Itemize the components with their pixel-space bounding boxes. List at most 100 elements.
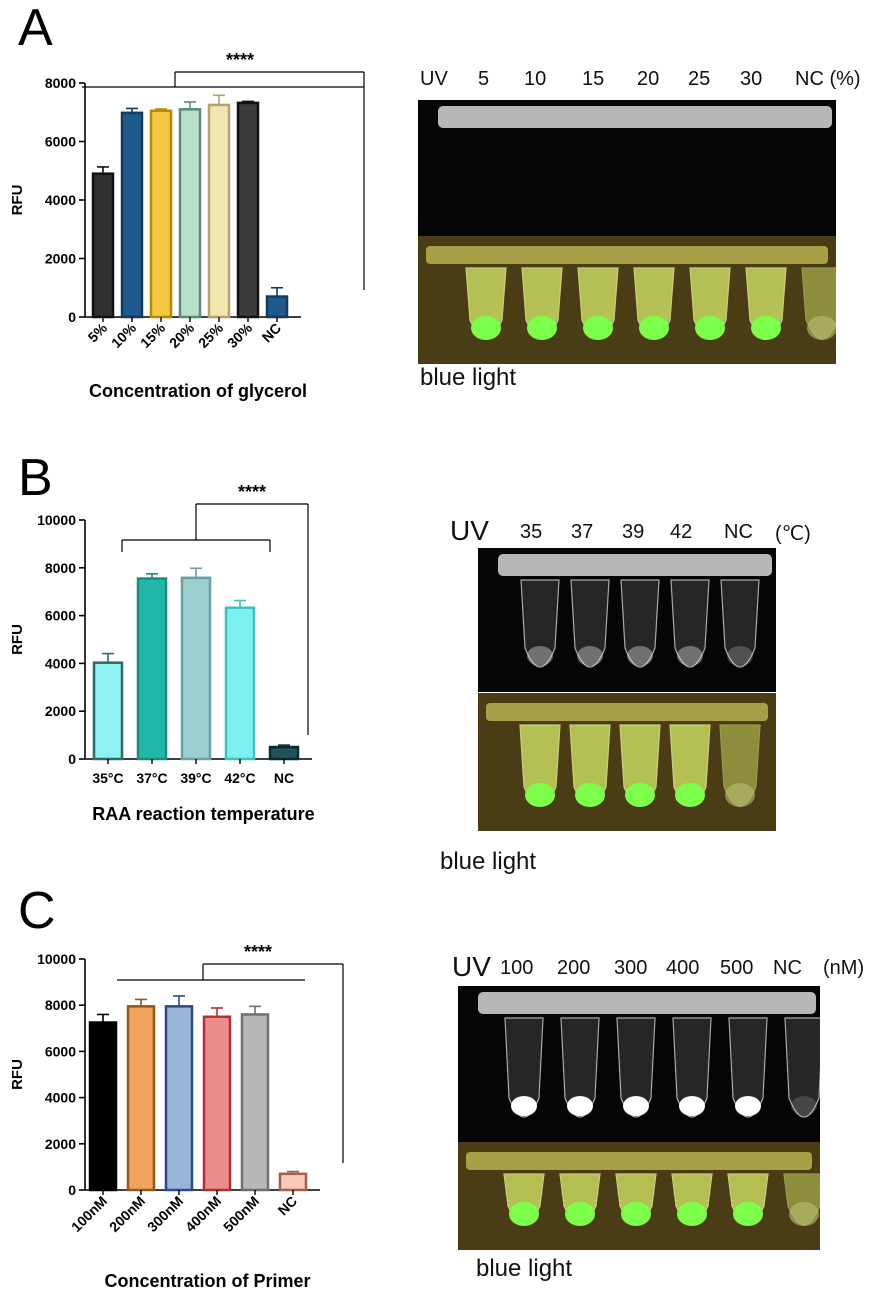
- y-tick-label: 6000: [45, 134, 76, 150]
- tube-fluorescence: [575, 783, 605, 807]
- tube-strip-cap: [498, 554, 772, 576]
- x-axis-label: RAA reaction temperature: [92, 804, 314, 824]
- tube-fluorescence: [677, 646, 703, 666]
- lane-label: 39: [622, 521, 645, 543]
- x-tick-label: 30%: [224, 319, 256, 351]
- y-tick-label: 4000: [45, 655, 76, 671]
- tube: [616, 1017, 656, 1118]
- y-tick-label: 10000: [37, 951, 76, 967]
- tube-fluorescence: [639, 316, 669, 340]
- x-tick-label: 300nM: [144, 1193, 186, 1235]
- tube-strip-cap: [466, 1152, 812, 1170]
- y-tick-label: 4000: [45, 1090, 76, 1106]
- tube-fluorescence: [623, 1096, 649, 1116]
- lane-label: 5: [478, 68, 490, 90]
- uv-tube-strip: [478, 548, 776, 692]
- y-tick-label: 6000: [45, 1043, 76, 1059]
- tube-fluorescence: [735, 1096, 761, 1116]
- blue-light-tube-strip: [418, 236, 836, 364]
- tube-fluorescence: [525, 783, 555, 807]
- tube-fluorescence: [791, 1096, 817, 1116]
- lane-label: 300: [614, 957, 648, 979]
- lane-label-uv-c: UV: [452, 951, 491, 982]
- x-tick-label: 100nM: [68, 1193, 110, 1235]
- tube-strip-cap: [426, 246, 828, 264]
- tube: [520, 579, 560, 668]
- x-axis-label: Concentration of Primer: [104, 1271, 310, 1291]
- caption-blue-light-a: blue light: [420, 364, 517, 391]
- tube-fluorescence: [527, 316, 557, 340]
- blue-light-tube-strip: [458, 1142, 820, 1250]
- tube: [570, 579, 610, 668]
- x-tick-label: 35°C: [92, 770, 123, 786]
- x-tick-label: 200nM: [106, 1193, 148, 1235]
- tube: [670, 579, 710, 668]
- tube-fluorescence: [751, 316, 781, 340]
- bar: [207, 103, 231, 319]
- bar: [120, 111, 144, 319]
- uv-photo-temperature: [478, 548, 776, 692]
- y-tick-label: 8000: [45, 75, 76, 91]
- tube: [672, 1017, 712, 1118]
- bar: [268, 745, 300, 761]
- lane-label: (℃): [775, 523, 811, 545]
- tube-fluorescence: [567, 1096, 593, 1116]
- lane-label: 100: [500, 957, 534, 979]
- tube: [560, 1017, 600, 1118]
- y-tick-label: 2000: [45, 1136, 76, 1152]
- tube: [620, 579, 660, 668]
- tube-fluorescence: [807, 316, 836, 340]
- tube-fluorescence: [695, 316, 725, 340]
- bar: [149, 109, 173, 319]
- x-tick-label: 400nM: [182, 1193, 224, 1235]
- tube-fluorescence: [621, 1202, 651, 1226]
- bar: [240, 1013, 270, 1192]
- y-tick-label: 6000: [45, 608, 76, 624]
- caption-blue-light-c: blue light: [476, 1255, 573, 1282]
- tube-fluorescence: [471, 316, 501, 340]
- x-tick-label: 37°C: [136, 770, 167, 786]
- x-tick-label: 500nM: [220, 1193, 262, 1235]
- y-tick-label: 2000: [45, 703, 76, 719]
- tube-strip-cap: [486, 703, 768, 721]
- x-tick-label: NC: [274, 770, 294, 786]
- blue-light-tube-strip: [478, 693, 776, 831]
- y-axis-label: RFU: [9, 624, 26, 655]
- lane-label: NC: [773, 957, 802, 979]
- y-tick-label: 8000: [45, 997, 76, 1013]
- lane-label: 400: [666, 957, 700, 979]
- bar: [91, 172, 115, 319]
- lane-label: 30: [740, 68, 763, 90]
- panel-letter-b: B: [18, 449, 53, 507]
- tube: [728, 1017, 768, 1118]
- tube-fluorescence: [565, 1202, 595, 1226]
- significance-stars: ****: [244, 942, 272, 962]
- y-tick-label: 0: [68, 751, 76, 767]
- tube-strip-cap: [478, 992, 816, 1014]
- tube: [784, 1017, 820, 1118]
- blue-light-photo-temperature: [478, 693, 776, 831]
- lane-label: 10: [524, 68, 547, 90]
- uv-photo-primer: [458, 986, 820, 1142]
- x-tick-label: 10%: [108, 319, 140, 351]
- lane-label-uv-a: UV: [420, 68, 448, 90]
- uv-photo-glycerol: [418, 100, 836, 236]
- bar: [178, 108, 202, 319]
- y-tick-label: 4000: [45, 192, 76, 208]
- y-tick-label: 2000: [45, 251, 76, 267]
- y-axis-label: RFU: [9, 1059, 26, 1090]
- y-tick-label: 0: [68, 1182, 76, 1198]
- x-tick-label: NC: [274, 1193, 300, 1219]
- tube-fluorescence: [625, 783, 655, 807]
- significance-stars: ****: [226, 50, 254, 70]
- bar: [202, 1015, 232, 1192]
- tube-fluorescence: [627, 646, 653, 666]
- tube-fluorescence: [733, 1202, 763, 1226]
- x-axis-label: Concentration of glycerol: [89, 381, 307, 401]
- lane-label: 15: [582, 68, 605, 90]
- tube-fluorescence: [577, 646, 603, 666]
- bar: [265, 295, 289, 319]
- panel-letter-a: A: [18, 0, 53, 57]
